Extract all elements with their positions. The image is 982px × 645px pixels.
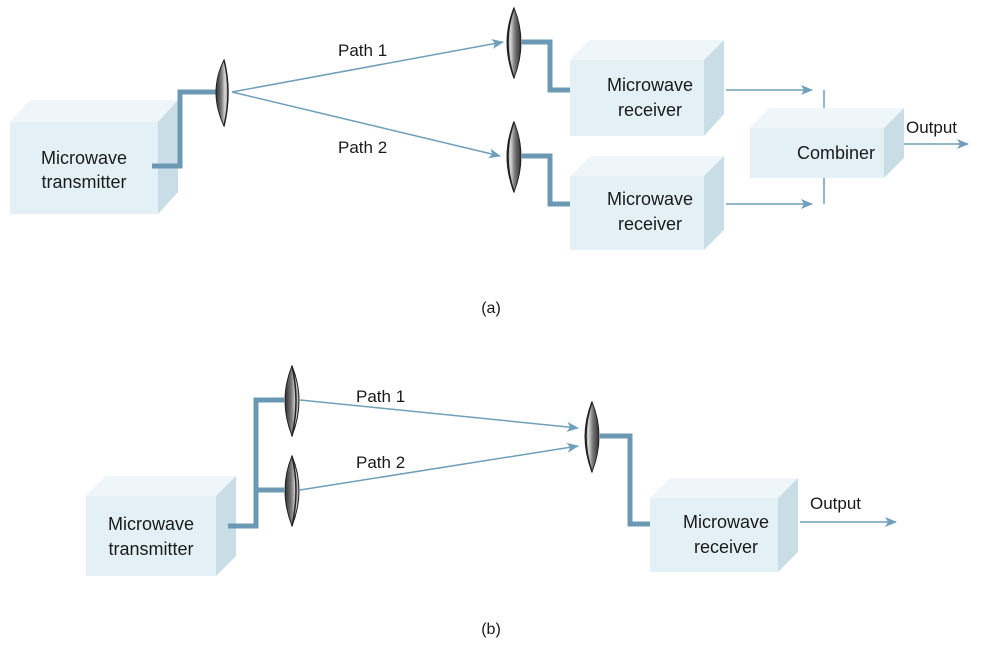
receiver-bottom-box-a: Microwave receiver	[570, 156, 724, 250]
path1-line-b	[299, 399, 579, 432]
transmitter-box-b: Microwave transmitter	[86, 476, 236, 576]
path2-label-a: Path 2	[338, 138, 387, 157]
transmitter-box-a: Microwave transmitter	[10, 100, 178, 214]
diagram-b: Microwave transmitter Path 1 Path 2	[86, 364, 897, 638]
receiver-top-label-line1: Microwave	[607, 75, 693, 95]
receiver-label-line1-b: Microwave	[683, 512, 769, 532]
path1-label-a: Path 1	[338, 41, 387, 60]
transmitter-label-line2-b: transmitter	[108, 539, 193, 559]
receiver-bottom-label-line2: receiver	[618, 214, 682, 234]
receiver-label-line2-b: receiver	[694, 537, 758, 557]
dish-antenna-icon	[506, 120, 522, 194]
transmitter-label-line2: transmitter	[41, 172, 126, 192]
dish-antenna-icon	[584, 400, 600, 474]
dish-antenna-icon	[284, 364, 300, 438]
path2-line-a	[231, 91, 501, 159]
receiver-bottom-label-line1: Microwave	[607, 189, 693, 209]
output-label-b: Output	[810, 494, 861, 513]
path1-label-b: Path 1	[356, 387, 405, 406]
dish-antenna-icon	[506, 6, 522, 80]
receiver-top-label-line2: receiver	[618, 100, 682, 120]
combiner-box-a: Combiner	[750, 108, 904, 178]
caption-a: (a)	[481, 300, 501, 317]
path2-label-b: Path 2	[356, 453, 405, 472]
feed-line-transmitter-a	[152, 89, 218, 169]
transmitter-label-line1: Microwave	[41, 148, 127, 168]
output-label-a: Output	[906, 118, 957, 137]
path2-line-b	[299, 442, 579, 491]
transmitter-label-line1-b: Microwave	[108, 514, 194, 534]
feed-line-transmitter-b	[228, 397, 284, 529]
path1-line-a	[231, 39, 504, 93]
combiner-label: Combiner	[797, 143, 875, 163]
dish-antenna-icon	[215, 58, 229, 128]
feed-line-receiver-b	[600, 433, 668, 527]
dish-antenna-icon	[284, 454, 300, 528]
receiver-box-b: Microwave receiver	[650, 478, 798, 572]
receiver-top-box-a: Microwave receiver	[570, 40, 724, 136]
caption-b: (b)	[481, 621, 501, 638]
diagram-a: Microwave transmitter Path 1 Path 2	[10, 6, 969, 317]
